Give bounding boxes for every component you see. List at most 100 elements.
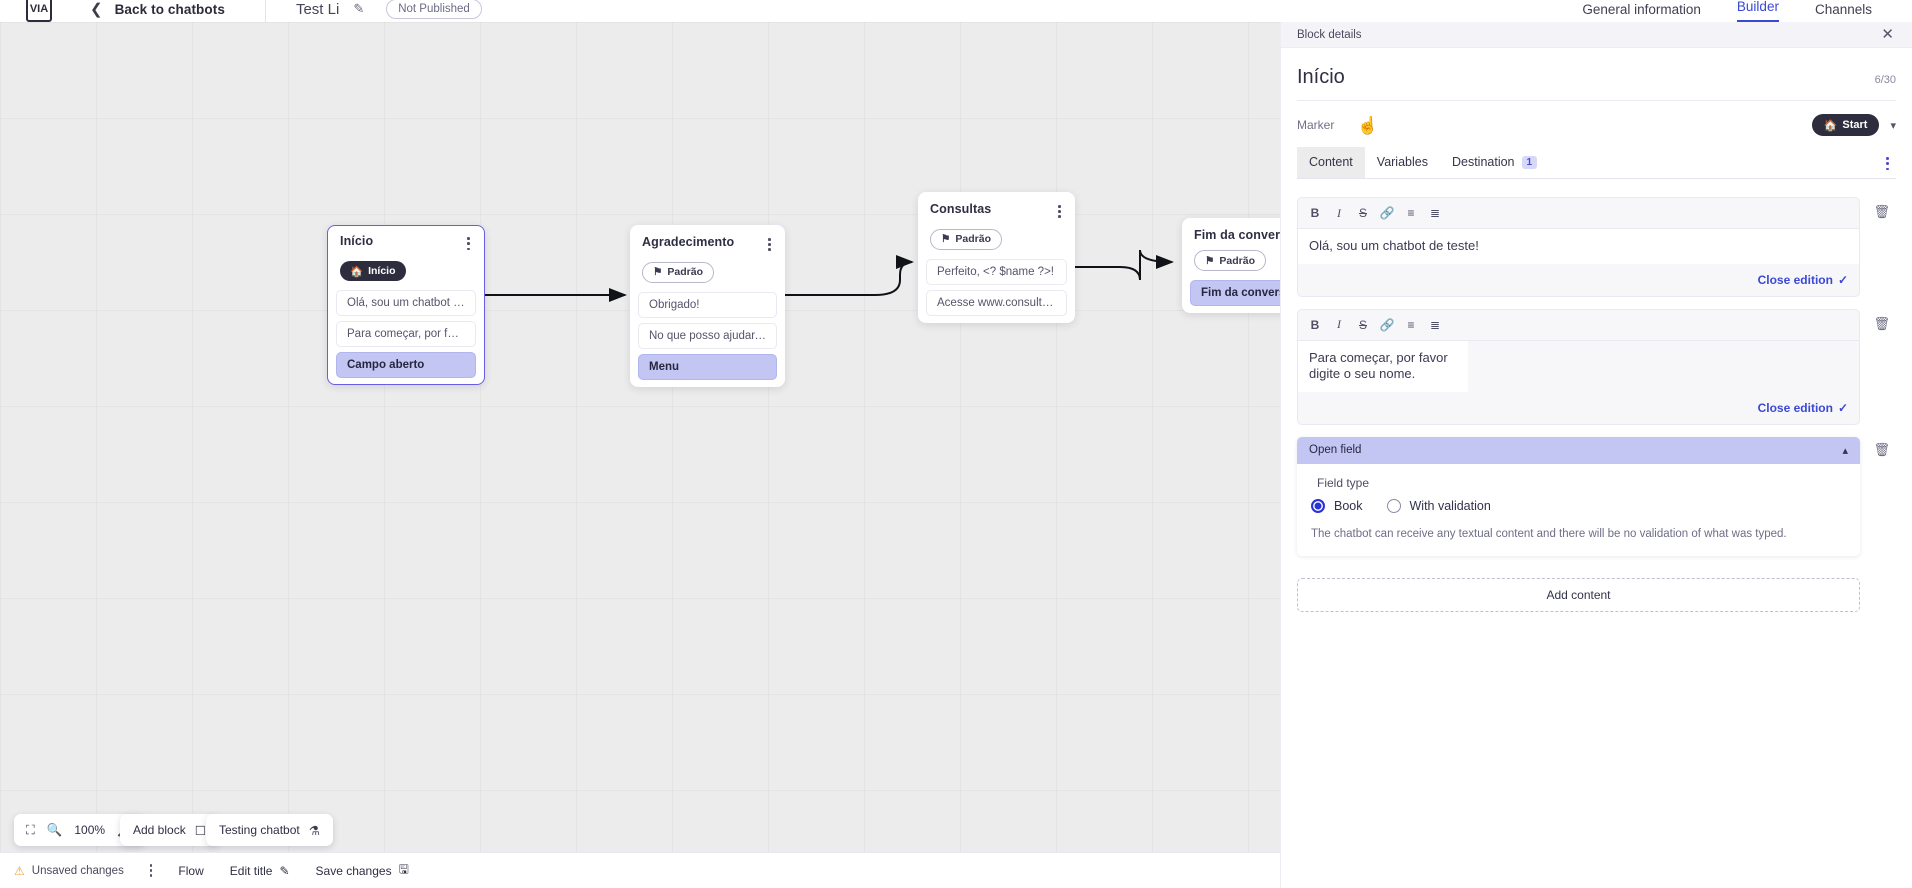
tab-destination[interactable]: Destination 1 <box>1440 147 1549 178</box>
node-title: Agradecimento <box>642 235 735 249</box>
node-badge-label: Padrão <box>1219 254 1256 267</box>
node-row[interactable]: Perfeito, <? $name ?>! <box>926 258 1067 285</box>
node-row-list: Olá, sou um chatbot de teste! Para começ… <box>328 290 484 379</box>
flow-button[interactable]: Flow <box>178 863 204 878</box>
marker-value-badge[interactable]: 🏠 Start <box>1811 114 1880 136</box>
node-row[interactable]: No que posso ajudar, <? $name ... <box>638 322 777 349</box>
flow-node-agradecimento[interactable]: Agradecimento ⚑ Padrão Obrigado! No que … <box>630 225 785 387</box>
back-to-chatbots-link[interactable]: Back to chatbots <box>114 1 225 17</box>
add-block-icon: ☐ <box>194 823 206 838</box>
radio-book[interactable]: Book <box>1311 498 1363 513</box>
node-kebab-menu-icon[interactable] <box>1056 202 1063 221</box>
chevron-up-icon[interactable]: ▴ <box>1842 444 1848 457</box>
tab-builder[interactable]: Builder <box>1736 0 1779 22</box>
node-row[interactable]: Olá, sou um chatbot de teste! <box>336 290 476 317</box>
edit-title-button[interactable]: Edit title ✎ <box>230 864 290 878</box>
node-header: Agradecimento <box>630 235 785 254</box>
publish-status-badge: Not Published <box>386 0 482 19</box>
radio-with-validation[interactable]: With validation <box>1386 498 1491 513</box>
editor-text[interactable]: Olá, sou um chatbot de teste! <box>1298 229 1859 264</box>
panel-overflow-menu-icon[interactable] <box>1883 154 1892 173</box>
rich-text-editor[interactable]: B I S 🔗 ≡ ≣ Olá, sou um chatbot de teste… <box>1297 197 1860 297</box>
content-list: B I S 🔗 ≡ ≣ Olá, sou um chatbot de teste… <box>1297 179 1896 613</box>
testing-chatbot-button[interactable]: Testing chatbot ⚗ <box>206 814 333 846</box>
flow-canvas[interactable]: Início 🏠 Início Olá, sou um chatbot de t… <box>0 22 1280 888</box>
tag-icon: ⚑ <box>1205 254 1215 267</box>
tab-content[interactable]: Content <box>1297 147 1365 178</box>
testing-chatbot-label: Testing chatbot <box>219 823 300 837</box>
flask-icon: ⚗ <box>308 823 320 838</box>
close-edition-button[interactable]: Close edition ✓ <box>1758 273 1848 287</box>
check-icon: ✓ <box>1837 400 1848 415</box>
field-type-label: Field type <box>1317 475 1370 490</box>
numbered-list-icon[interactable]: ≣ <box>1429 317 1441 332</box>
node-marker-badge: ⚑ Padrão <box>1194 250 1267 271</box>
node-marker-badge: ⚑ Padrão <box>930 228 1003 250</box>
node-row[interactable]: Campo aberto <box>336 352 476 379</box>
close-icon[interactable]: ✕ <box>1881 26 1894 43</box>
node-row[interactable]: Para começar, por favor digite o ... <box>336 321 476 348</box>
node-badge-row: ⚑ Padrão <box>918 221 1075 250</box>
open-field-header[interactable]: Open field ▴ <box>1297 436 1860 464</box>
flow-node-fim-da-conversa[interactable]: Fim da conversa ⚑ Padrão Fim da conversa <box>1182 218 1280 313</box>
node-badge-label: Início <box>368 265 396 278</box>
radio-with-validation-label: With validation <box>1409 498 1491 513</box>
add-block-button[interactable]: Add block ☐ <box>120 814 219 846</box>
tab-variables[interactable]: Variables <box>1376 155 1428 169</box>
node-row[interactable]: Menu <box>638 353 777 380</box>
editor-text[interactable]: Para começar, por favor digite o seu nom… <box>1298 340 1468 392</box>
link-icon[interactable]: 🔗 <box>1379 206 1395 220</box>
italic-icon[interactable]: I <box>1337 317 1341 332</box>
fit-screen-icon[interactable]: ⛶ <box>26 822 35 837</box>
flow-node-inicio[interactable]: Início 🏠 Início Olá, sou um chatbot de t… <box>327 225 485 385</box>
node-title: Fim da conversa <box>1194 228 1280 242</box>
toolbar-divider <box>264 0 266 22</box>
delete-open-field-icon[interactable]: 🗑 <box>1873 441 1890 457</box>
delete-content-icon[interactable]: 🗑 <box>1873 315 1890 331</box>
tab-channels[interactable]: Channels <box>1814 1 1872 17</box>
node-title: Consultas <box>930 202 992 216</box>
block-details-panel: Block details ✕ Início 6/30 Marker 🏠 Sta… <box>1280 22 1912 888</box>
back-chevron-icon[interactable]: ❮ <box>90 1 103 18</box>
tab-general-information[interactable]: General information <box>1582 1 1701 17</box>
node-row[interactable]: Acesse www.consultas.com par... <box>926 289 1067 316</box>
app-logo-icon[interactable]: VIA <box>26 0 52 22</box>
rich-text-editor[interactable]: B I S 🔗 ≡ ≣ Para começar, por favor digi… <box>1297 308 1860 425</box>
link-icon[interactable]: 🔗 <box>1379 317 1395 332</box>
bullet-list-icon[interactable]: ≡ <box>1407 206 1415 220</box>
bold-icon[interactable]: B <box>1310 317 1320 332</box>
bold-icon[interactable]: B <box>1310 206 1320 220</box>
strikethrough-icon[interactable]: S <box>1358 206 1367 220</box>
open-field-card: Open field ▴ Field type Book <box>1297 436 1860 557</box>
marker-label: Marker <box>1297 118 1335 132</box>
close-edition-button[interactable]: Close edition ✓ <box>1758 401 1848 415</box>
node-row[interactable]: Fim da conversa <box>1190 280 1280 306</box>
bottom-bar: ⚠ Unsaved changes Flow Edit title ✎ Save… <box>0 852 1280 888</box>
flow-node-consultas[interactable]: Consultas ⚑ Padrão Perfeito, <? $name ?>… <box>918 192 1075 323</box>
panel-header-bar: Block details ✕ <box>1281 22 1912 48</box>
zoom-out-icon[interactable]: 🔍 <box>46 822 63 837</box>
bullet-list-icon[interactable]: ≡ <box>1407 317 1415 332</box>
home-icon: 🏠 <box>1823 119 1838 132</box>
bottom-kebab-menu-icon[interactable] <box>149 864 153 877</box>
chevron-down-icon[interactable]: ▾ <box>1890 119 1896 132</box>
add-content-button[interactable]: Add content <box>1297 578 1860 613</box>
pencil-icon[interactable]: ✎ <box>353 1 365 16</box>
top-bar: VIA ❮ Back to chatbots Test Li ✎ Not Pub… <box>0 0 1912 22</box>
strikethrough-icon[interactable]: S <box>1358 317 1367 332</box>
editor-toolbar: B I S 🔗 ≡ ≣ <box>1298 198 1859 229</box>
italic-icon[interactable]: I <box>1337 205 1341 220</box>
node-row[interactable]: Obrigado! <box>638 291 777 318</box>
close-edition-label: Close edition <box>1757 400 1833 415</box>
node-badge-label: Padrão <box>667 266 704 279</box>
node-badge-row: ⚑ Padrão <box>630 254 785 283</box>
numbered-list-icon[interactable]: ≣ <box>1429 206 1441 220</box>
marker-row: Marker 🏠 Start ▾ <box>1297 101 1896 147</box>
save-changes-button[interactable]: Save changes 🖫 <box>316 860 409 881</box>
block-name-row: Início 6/30 <box>1297 48 1896 101</box>
node-kebab-menu-icon[interactable] <box>465 234 472 253</box>
node-kebab-menu-icon[interactable] <box>766 235 773 254</box>
panel-title: Block details <box>1297 28 1362 41</box>
node-marker-badge: 🏠 Início <box>340 261 406 282</box>
delete-content-icon[interactable]: 🗑 <box>1873 204 1890 219</box>
